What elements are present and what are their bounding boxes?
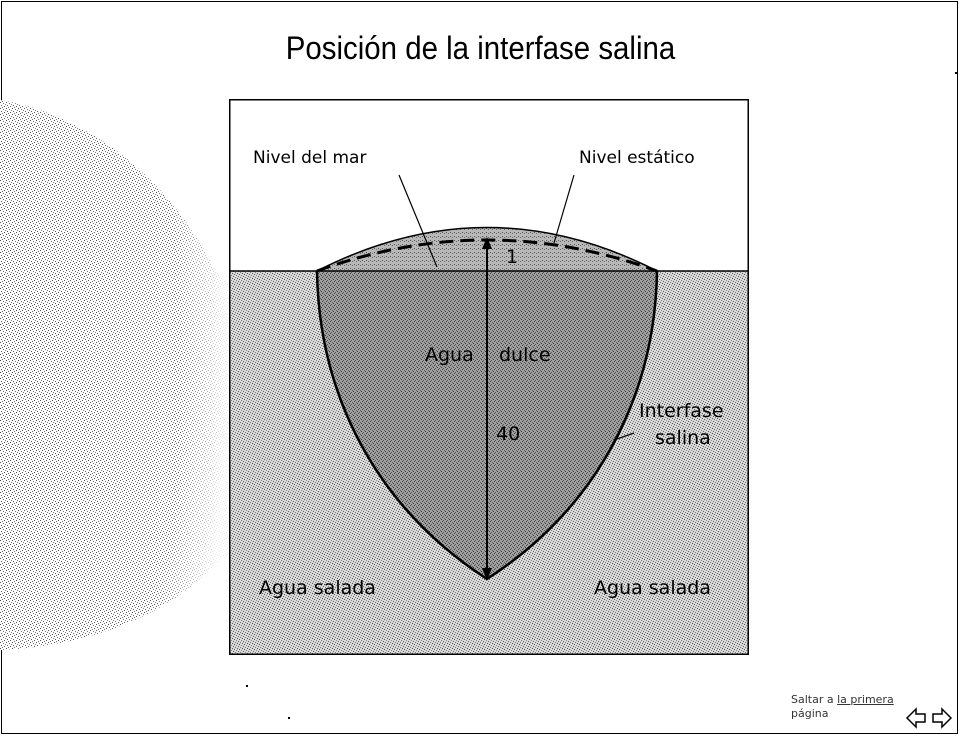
left-right-arrows-icon[interactable] xyxy=(905,706,953,730)
fresh-water-label-1: Agua xyxy=(425,344,474,366)
measurement-arrow-bottom xyxy=(482,568,492,580)
interface-label-1: Interfase xyxy=(639,400,724,422)
salt-water-left-label: Agua salada xyxy=(259,577,376,599)
jump-text-link[interactable]: la primera xyxy=(837,693,894,706)
static-level-leader xyxy=(553,174,575,244)
page-title: Posición de la interfase salina xyxy=(285,30,676,66)
speck-dot xyxy=(955,72,957,74)
ground-surface-arc xyxy=(316,226,658,272)
depth-label: 40 xyxy=(496,423,520,445)
dithered-background-circle xyxy=(0,100,228,650)
interface-leader xyxy=(613,432,635,441)
measurement-arrow-top xyxy=(482,237,492,249)
speck-dot xyxy=(288,717,290,719)
jump-text-suffix: página xyxy=(791,707,829,720)
jump-text-prefix: Saltar a xyxy=(791,693,838,706)
jump-to-first-page-link[interactable]: Saltar a la primera página xyxy=(791,693,931,721)
sea-level-leader xyxy=(398,174,438,268)
salt-water-right-label: Agua salada xyxy=(594,577,711,599)
static-level-label: Nivel estático xyxy=(579,148,695,168)
diagram-border xyxy=(229,99,749,655)
sea-level-label: Nivel del mar xyxy=(253,148,366,168)
interface-label-2: salina xyxy=(655,427,711,449)
height-label: 1 xyxy=(506,246,518,268)
speck-dot xyxy=(246,685,248,687)
fresh-water-label-2: dulce xyxy=(499,344,551,366)
diagram-panel: Nivel del mar Nivel estático 1 Agua dulc… xyxy=(229,99,749,655)
